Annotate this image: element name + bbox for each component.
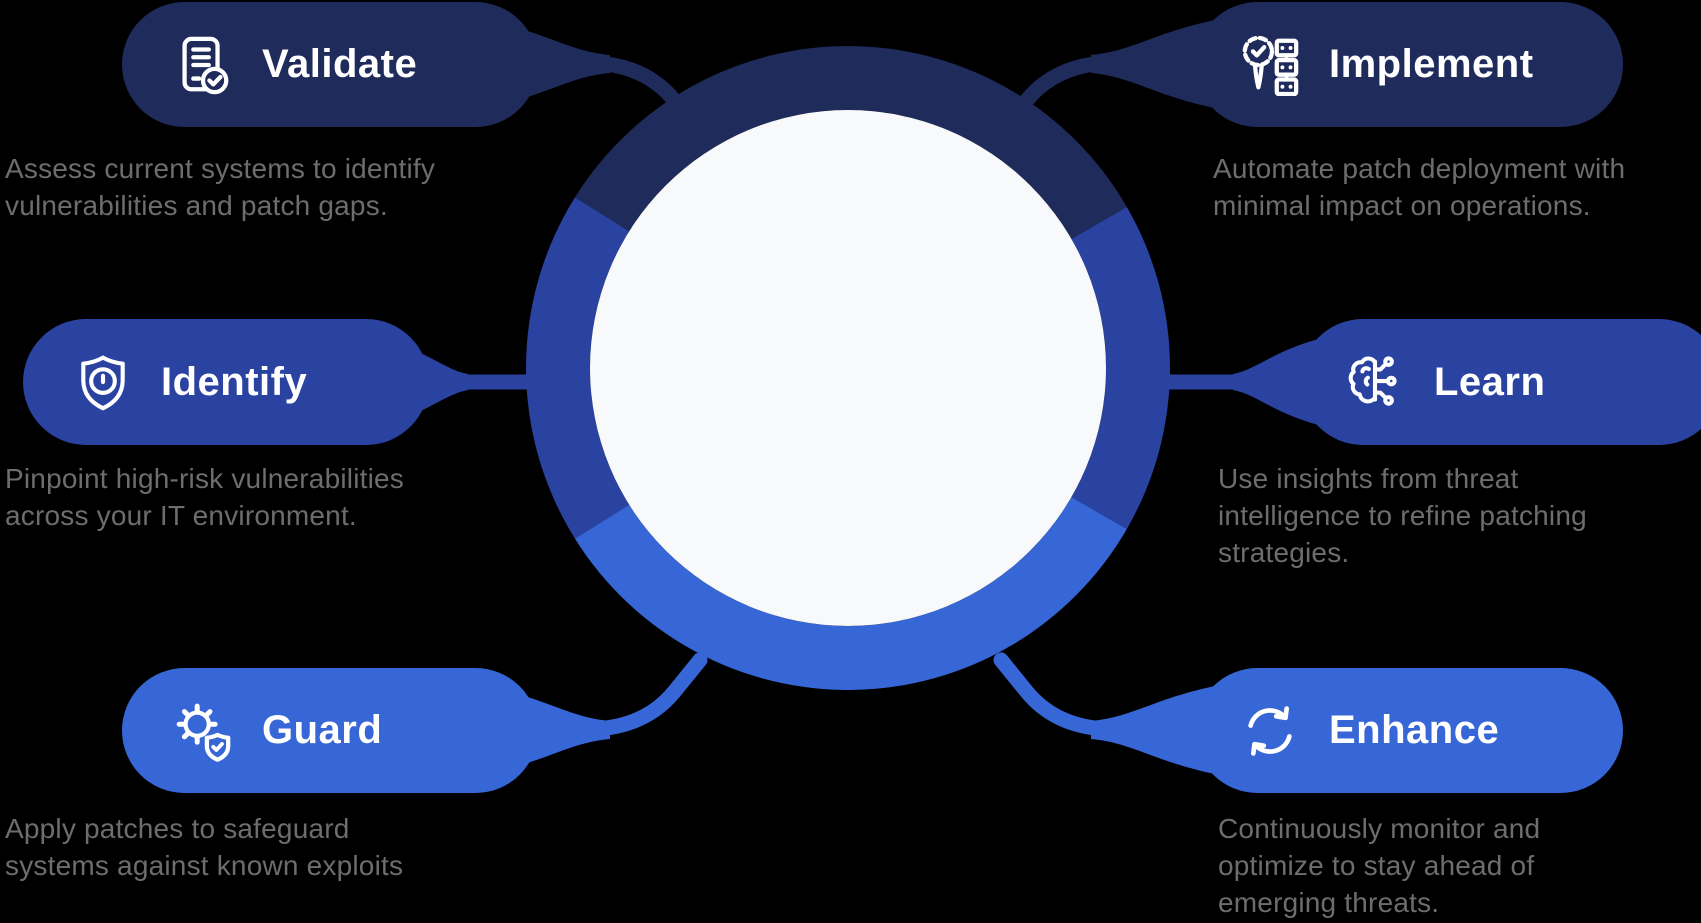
ring-center (590, 110, 1106, 626)
step-description-identify: Pinpoint high-risk vulnerabilities acros… (5, 463, 404, 531)
ring-segment-bottom (574, 497, 1127, 690)
patch-deploy-icon (1239, 34, 1301, 96)
step-pill-implement: Implement (1195, 2, 1623, 127)
ring-segment-top (574, 46, 1127, 239)
step-description-implement: Automate patch deployment with minimal i… (1213, 153, 1626, 221)
step-pill-enhance: Enhance (1195, 668, 1623, 793)
step-description-guard: Apply patches to safeguard systems again… (5, 813, 404, 881)
step-description-learn: Use insights from threat intelligence to… (1218, 463, 1587, 568)
ai-brain-icon (1344, 351, 1406, 413)
ring-segment-right (1071, 207, 1170, 529)
step-description-enhance: Continuously monitor and optimize to sta… (1218, 813, 1541, 918)
sync-arrows-icon (1239, 700, 1301, 762)
shield-alert-icon (73, 352, 133, 412)
step-label: Learn (1434, 359, 1546, 404)
document-check-icon (172, 34, 234, 96)
step-label: Validate (262, 42, 418, 86)
step-description-validate: Assess current systems to identify vulne… (5, 153, 436, 221)
step-label: Enhance (1329, 708, 1500, 752)
step-pill-validate: Validate (122, 2, 538, 127)
step-label: Guard (262, 708, 383, 752)
step-pill-identify: Identify (23, 319, 429, 445)
step-label: Implement (1329, 42, 1534, 86)
cycle-ring (526, 46, 1170, 690)
step-pill-learn: Learn (1300, 319, 1701, 445)
step-label: Identify (161, 359, 308, 404)
gear-shield-icon (172, 700, 234, 762)
ring-segment-left (526, 197, 630, 539)
step-pill-guard: Guard (122, 668, 538, 793)
